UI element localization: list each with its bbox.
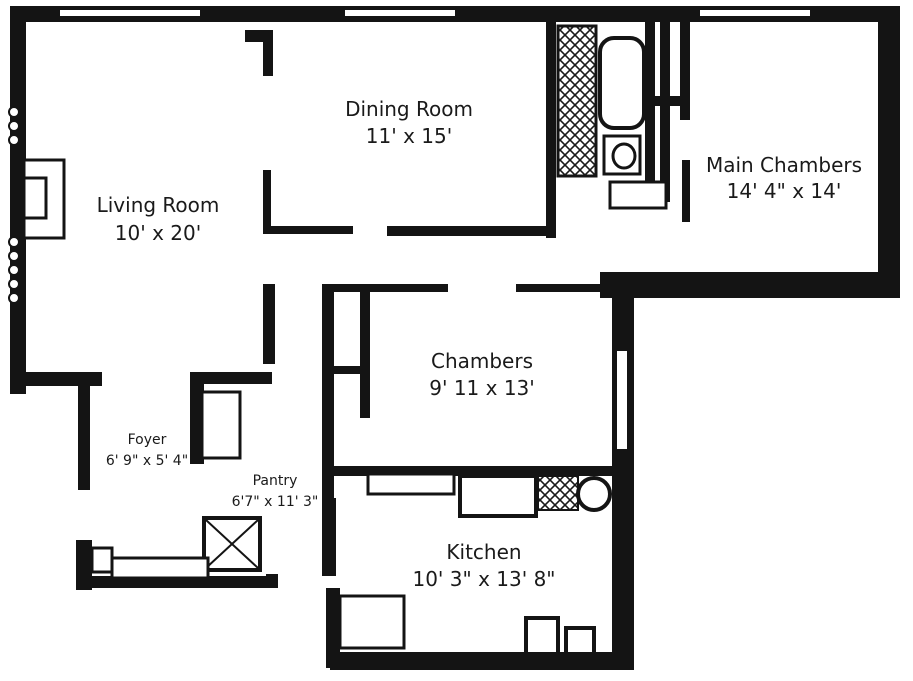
room-name: Living Room: [97, 193, 220, 217]
room-name: Kitchen: [446, 540, 521, 564]
label-living-room: Living Room 10' x 20': [97, 193, 220, 245]
room-name: Foyer: [128, 432, 167, 448]
room-dimensions: 10' x 20': [115, 221, 201, 245]
walls: [10, 6, 900, 670]
label-kitchen: Kitchen 10' 3" x 13' 8": [412, 540, 555, 591]
label-main-chambers: Main Chambers 14' 4" x 14': [706, 153, 862, 203]
bathroom: [556, 24, 690, 210]
fireplace: [22, 158, 66, 240]
room-dimensions: 10' 3" x 13' 8": [412, 567, 555, 591]
label-dining-room: Dining Room 11' x 15': [345, 97, 473, 148]
room-dimensions: 11' x 15': [366, 124, 452, 148]
room-name: Main Chambers: [706, 153, 862, 177]
room-name: Dining Room: [345, 97, 473, 121]
room-name: Chambers: [431, 349, 533, 373]
label-chambers: Chambers 9' 11 x 13': [429, 349, 535, 400]
room-dimensions: 6' 9" x 5' 4": [106, 453, 188, 469]
kitchen-fixtures: [90, 349, 629, 656]
top-windows: [60, 10, 810, 16]
label-foyer: Foyer 6' 9" x 5' 4": [106, 432, 188, 469]
room-name: Pantry: [253, 473, 298, 489]
room-dimensions: 14' 4" x 14': [727, 179, 842, 203]
room-dimensions: 6'7" x 11' 3": [232, 494, 319, 510]
label-pantry: Pantry 6'7" x 11' 3": [232, 473, 319, 510]
living-room-windows: [8, 106, 20, 304]
room-dimensions: 9' 11 x 13': [429, 376, 535, 400]
